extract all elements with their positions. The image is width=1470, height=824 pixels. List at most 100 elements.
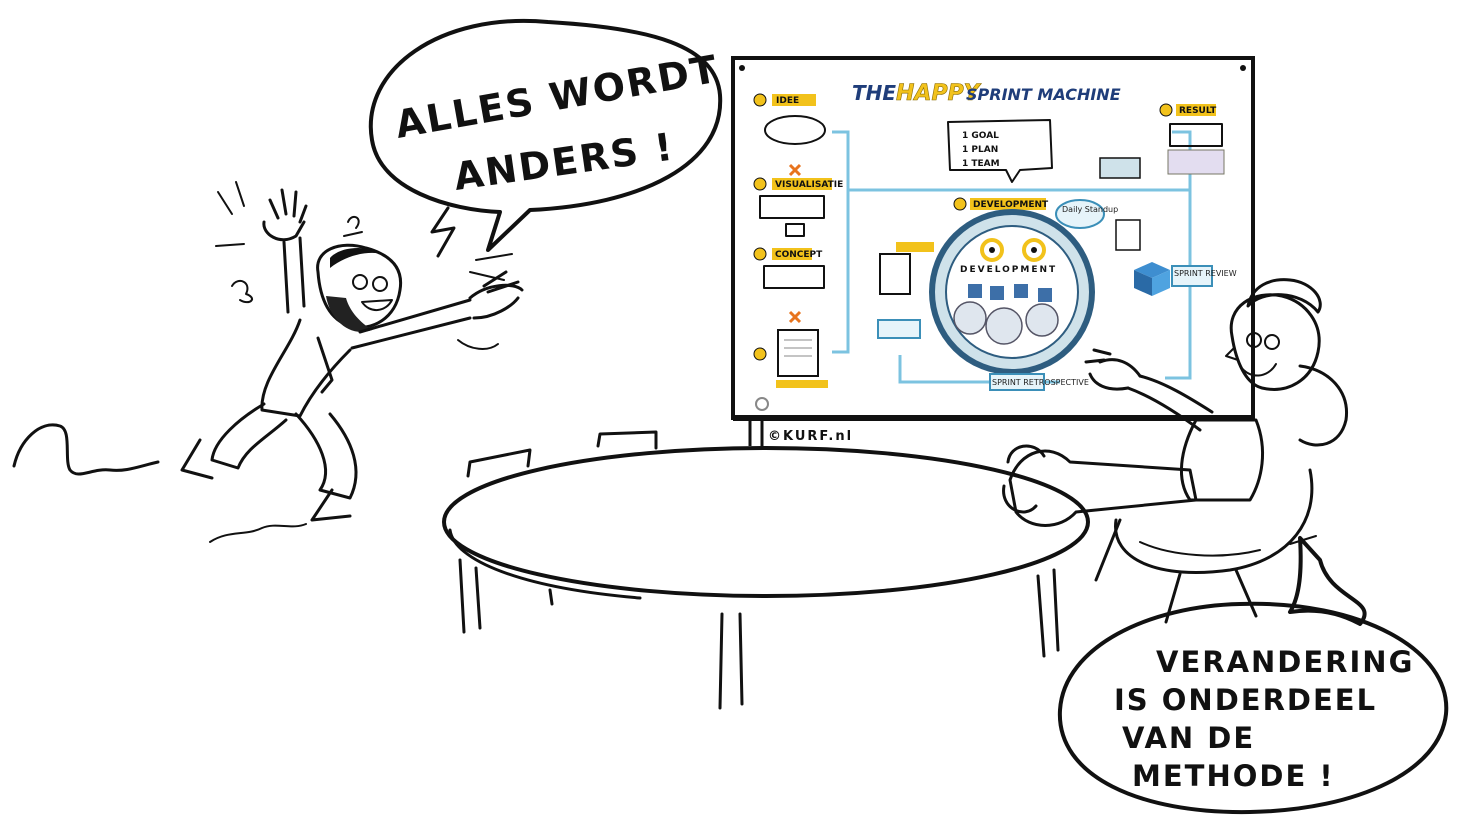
step-tag — [970, 198, 1046, 210]
outstretched-arm — [350, 298, 472, 350]
table-leg — [458, 558, 482, 634]
open-mouth — [361, 299, 393, 311]
checklist-icon — [1115, 219, 1141, 251]
outstretched-hand — [468, 270, 524, 320]
monitor-icon — [785, 223, 805, 237]
bubble-outline — [1057, 601, 1449, 815]
tie — [316, 336, 334, 394]
raised-hand — [262, 188, 308, 242]
flow-line-left — [832, 130, 850, 354]
credit-text: ©KURF.nl — [768, 429, 853, 444]
exclamation-squiggle — [231, 279, 254, 304]
beard — [326, 296, 372, 332]
motion-lines — [217, 181, 245, 215]
step-label-3: CONCEPT — [775, 250, 823, 260]
front-leg — [294, 412, 358, 500]
speech-bubble-right: VERANDERING IS ONDERDEEL VAN DE METHODE … — [1057, 536, 1449, 815]
step-number-icon — [953, 197, 967, 211]
goal-line-3: 1 TEAM — [962, 159, 1000, 169]
steps-left: IDEE VISUALISATIE CONCEPT — [753, 93, 843, 388]
pin-icon — [1240, 65, 1246, 71]
sprint-retro-tag — [989, 373, 1045, 391]
sprint-retro-label: SPRINT RETROSPECTIVE — [992, 378, 1089, 387]
visual-sketch — [759, 195, 825, 219]
daily-standup-label: Daily Standup — [1062, 205, 1118, 214]
logo-icon — [755, 397, 769, 411]
daily-standup-bubble — [1055, 199, 1105, 229]
shoes — [180, 438, 352, 522]
step-number-icon — [1159, 103, 1173, 117]
hair — [1246, 278, 1322, 314]
goal-line-1: 1 GOAL — [962, 131, 999, 141]
speech-right-line-4: METHODE ! — [1132, 759, 1335, 793]
shoe — [1002, 484, 1038, 514]
raised-legs — [1008, 449, 1198, 527]
open-hand — [1084, 348, 1142, 391]
step-tag — [896, 242, 934, 252]
document-icon — [777, 329, 819, 377]
shout-bolt-icon — [430, 206, 456, 258]
speech-right-line-2: IS ONDERDEEL — [1114, 683, 1377, 717]
nose — [1225, 347, 1239, 361]
idea-sketch — [764, 115, 826, 145]
step-tag — [1176, 104, 1216, 116]
team-member-icon — [1014, 284, 1028, 298]
wheel-text: DEVELOPMENT — [960, 265, 1057, 275]
meeting-table — [442, 430, 1090, 710]
back-leg — [210, 402, 288, 470]
result-sketch — [1169, 123, 1223, 147]
step-tag — [772, 178, 832, 190]
gear-icon — [1025, 303, 1059, 337]
step-label-2: VISUALISATIE — [775, 180, 843, 190]
extended-arm — [1126, 374, 1214, 432]
audience-sketch — [1167, 149, 1225, 175]
result-label: RESULT — [1179, 106, 1217, 116]
arrow-down-icon — [788, 310, 802, 324]
step-label-1: IDEE — [776, 96, 799, 106]
speed-line — [12, 423, 160, 476]
smile — [1239, 363, 1277, 377]
team-member-icon — [968, 284, 982, 298]
chair-back — [466, 448, 532, 478]
poster-title-the: THE — [852, 81, 896, 105]
head — [1229, 293, 1321, 391]
backlog-document-icon — [879, 253, 911, 295]
gear-icon — [985, 307, 1023, 345]
chair-back — [596, 430, 658, 450]
poster-title-rest: SPRINT MACHINE — [966, 85, 1121, 104]
sprint-review-tag — [1171, 265, 1213, 287]
development-label: DEVELOPMENT — [973, 200, 1049, 210]
sprint-review-label: SPRINT REVIEW — [1174, 269, 1237, 278]
poster-title-happy: HAPPY — [896, 81, 982, 106]
team-member-icon — [990, 286, 1004, 300]
torso — [260, 318, 352, 418]
glasses-icon — [352, 274, 368, 290]
bubble-outline — [368, 18, 723, 252]
goal-bubble — [947, 119, 1053, 183]
step-number-icon — [753, 93, 767, 107]
gear-icon — [953, 301, 987, 335]
blue-tag — [877, 319, 921, 339]
lounge-chair — [1114, 468, 1314, 575]
step-number-icon — [753, 177, 767, 191]
bubble-tail — [1288, 536, 1367, 626]
glasses-icon — [1246, 332, 1262, 348]
step-tag — [772, 248, 812, 260]
ground-squiggle — [209, 523, 307, 543]
podium-icon — [1099, 157, 1141, 179]
speech-right-line-3: VAN DE — [1122, 721, 1255, 755]
torso — [1179, 418, 1265, 502]
team-member-icon — [1038, 288, 1052, 302]
goal-line-2: 1 PLAN — [962, 145, 998, 155]
arrow-down-icon — [788, 163, 802, 177]
pin-icon — [739, 65, 745, 71]
table-top — [442, 446, 1090, 598]
table-leg — [1036, 568, 1060, 658]
concept-sketch — [763, 265, 825, 289]
relaxed-man — [1002, 278, 1348, 624]
shoe — [1006, 444, 1046, 464]
development-wheel: DEVELOPMENT — [929, 209, 1095, 375]
step-tag — [776, 380, 828, 388]
